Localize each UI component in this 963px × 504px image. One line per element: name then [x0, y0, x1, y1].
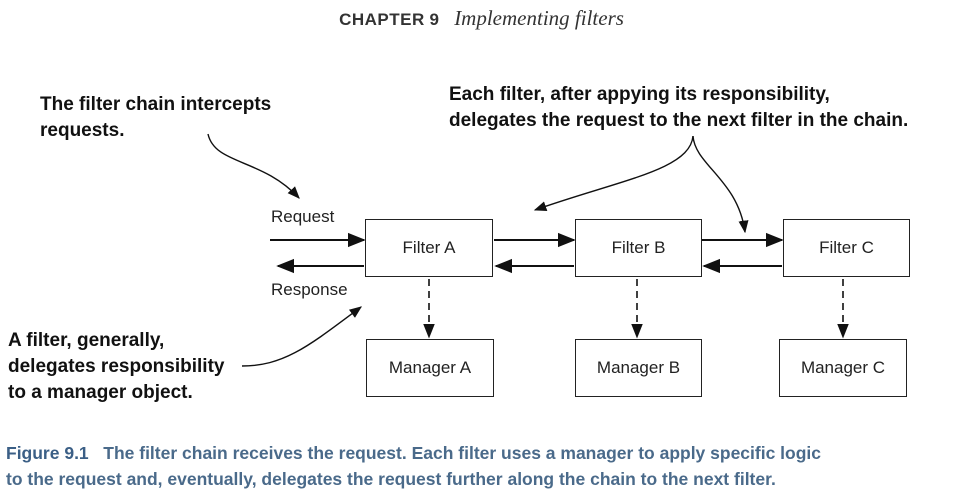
manager-pointer — [241, 306, 363, 367]
caption-line-1: Figure 9.1 The filter chain receives the… — [6, 440, 961, 466]
caption-line-2: to the request and, eventually, delegate… — [6, 469, 776, 489]
response-label: Response — [271, 280, 348, 299]
figure-caption: Figure 9.1 The filter chain receives the… — [6, 440, 961, 492]
filter-a-box: Filter A — [365, 219, 493, 277]
manager-b-box: Manager B — [575, 339, 702, 397]
intercept-pointer — [207, 133, 300, 199]
caption-text-1: The filter chain receives the request. E… — [103, 443, 822, 463]
chapter-label: CHAPTER — [339, 10, 425, 29]
page-header: CHAPTER 9 Implementing filters — [0, 6, 963, 31]
annotation-line: delegates the request to the next filter… — [449, 110, 909, 131]
manager-c-box: Manager C — [779, 339, 907, 397]
annotation-line: delegates responsibility — [8, 356, 225, 377]
annotation-line: Each filter, after appying its responsib… — [449, 84, 830, 105]
filter-b-box: Filter B — [575, 219, 702, 277]
delegate-pointer-right — [692, 135, 749, 234]
intercept-annotation: The filter chain intercepts requests. — [40, 92, 271, 144]
manager-a-box: Manager A — [366, 339, 494, 397]
manager-annotation: A filter, generally, delegates responsib… — [8, 328, 224, 406]
annotation-line: requests. — [40, 120, 125, 141]
delegate-annotation: Each filter, after appying its responsib… — [449, 82, 908, 134]
annotation-line: A filter, generally, — [8, 330, 165, 351]
annotation-line: to a manager object. — [8, 382, 193, 403]
annotation-line: The filter chain intercepts — [40, 94, 272, 115]
request-label: Request — [271, 207, 335, 226]
filter-c-box: Filter C — [783, 219, 910, 277]
section-title: Implementing filters — [454, 6, 624, 30]
figure-label: Figure 9.1 — [6, 443, 89, 463]
delegate-pointer-left — [533, 135, 694, 211]
chapter-number: 9 — [429, 10, 440, 29]
